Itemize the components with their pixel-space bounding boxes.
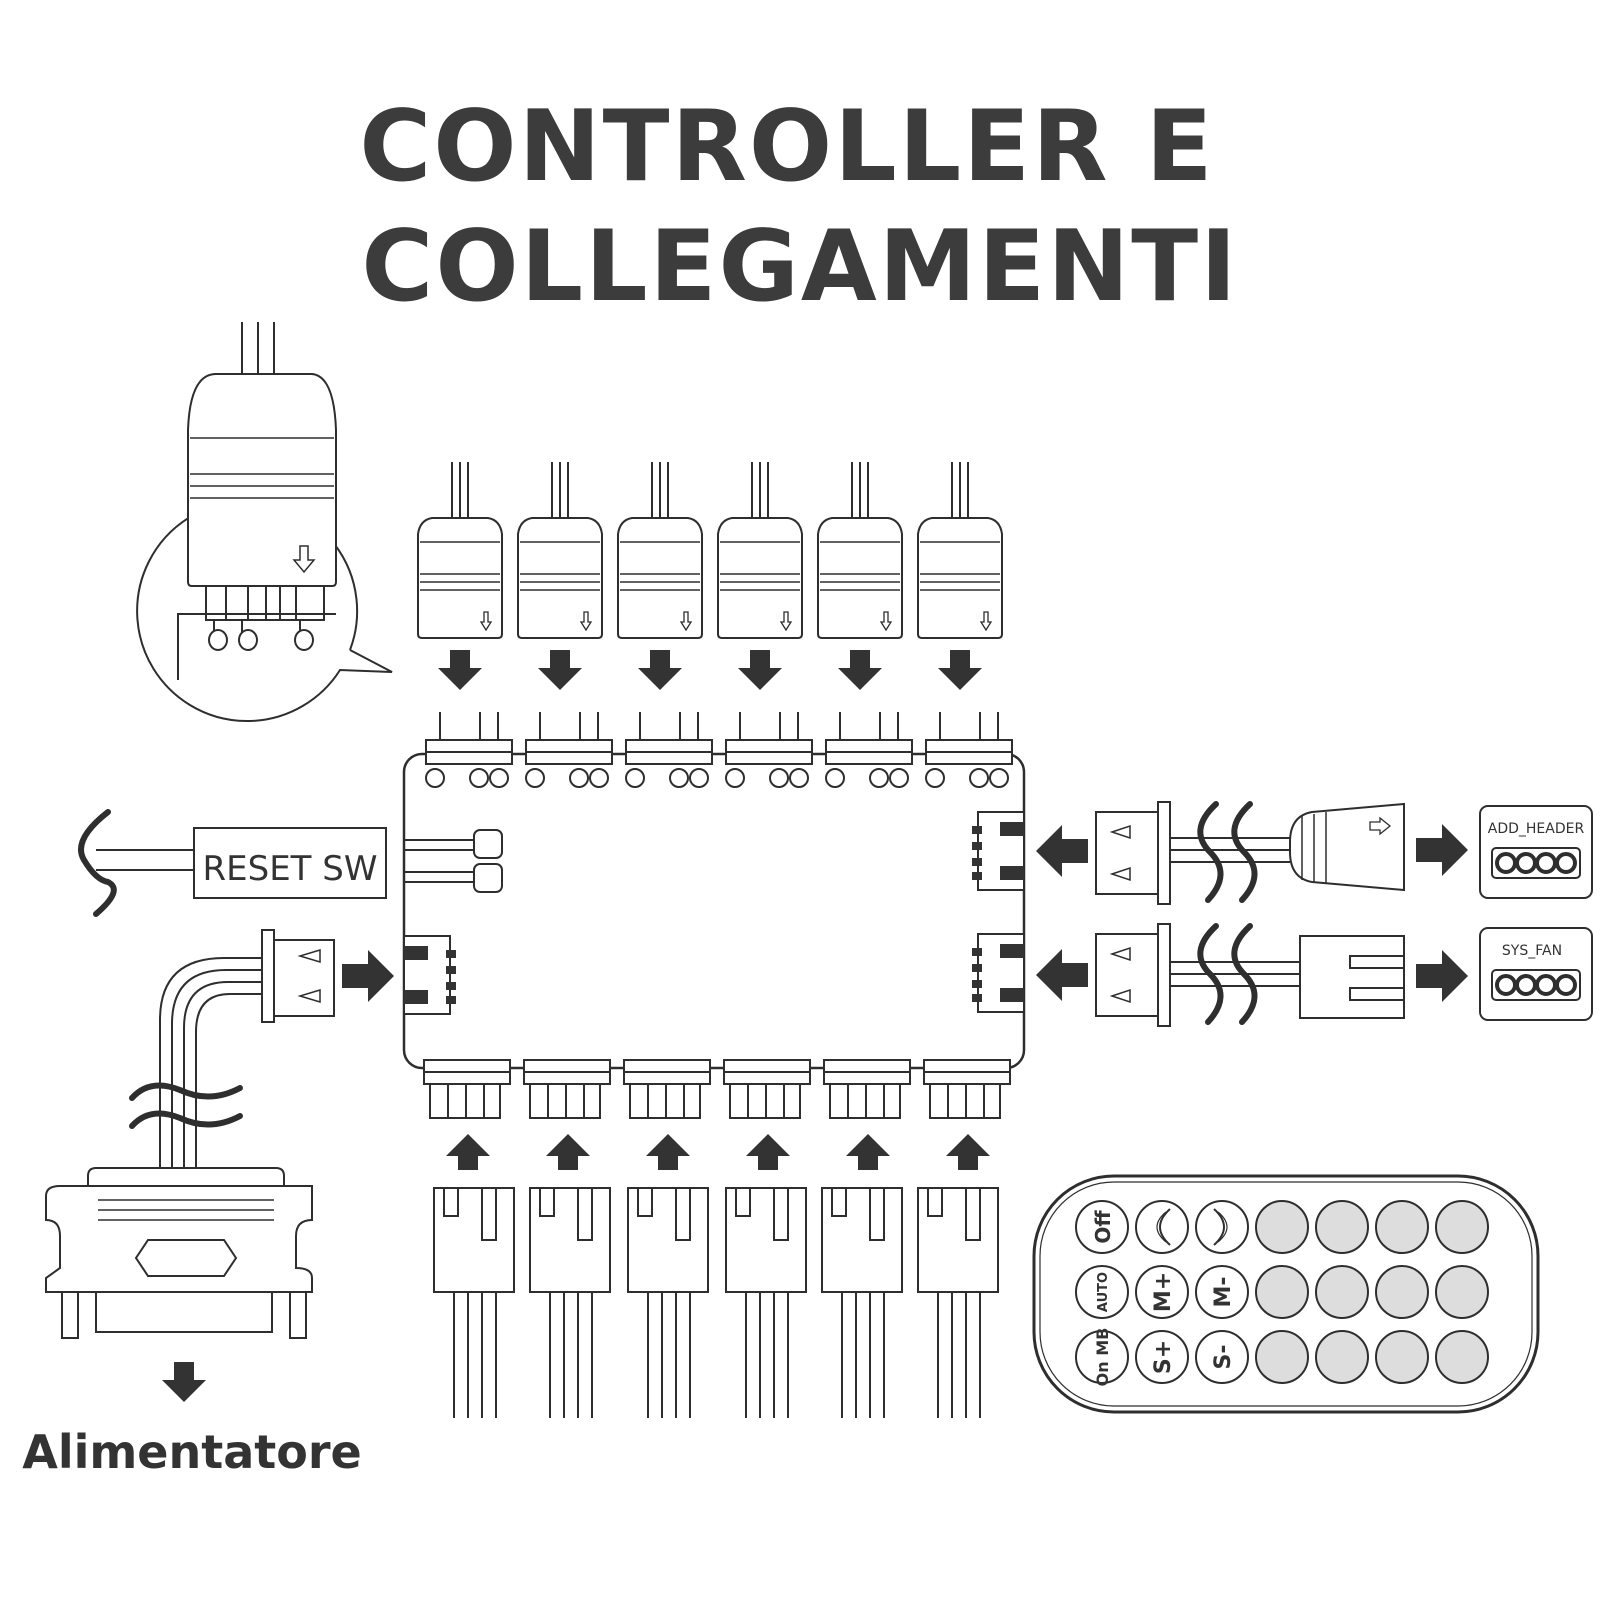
remote-mode-plus-label: M+: [1151, 1272, 1176, 1312]
board-port-argb-in: [971, 811, 1025, 891]
remote-color-key: [1255, 1200, 1309, 1254]
arrow-up-icon: [846, 1134, 890, 1170]
arrow-up-icon: [946, 1134, 990, 1170]
remote-color-key: [1435, 1330, 1489, 1384]
controller-board: [402, 752, 1026, 1070]
fan-connector-6: [917, 1187, 999, 1419]
arrow-left-icon: [1036, 949, 1088, 1001]
remote-mode-minus-label: M-: [1211, 1276, 1236, 1307]
add-header-box: ADD_HEADER: [1479, 805, 1593, 899]
remote-color-key: [1315, 1200, 1369, 1254]
arrow-left-icon: [1036, 825, 1088, 877]
remote-auto-label: AUTO: [1096, 1272, 1111, 1312]
arrow-right-icon: [342, 950, 394, 1002]
board-port-power: [403, 935, 456, 1015]
remote-color-key: [1255, 1265, 1309, 1319]
power-cable: [45, 929, 394, 1402]
remote-color-key: [1255, 1330, 1309, 1384]
argb-plug: [1095, 801, 1171, 905]
title-line-2: COLLEGAMENTI: [361, 210, 1239, 324]
fan-connector-4: [725, 1187, 807, 1419]
remote-next-button: [1195, 1200, 1249, 1254]
chevron-left-icon: [1159, 1208, 1171, 1246]
argb-connector-1: [417, 461, 503, 639]
argb-connector-2: [517, 461, 603, 639]
remote-on-mb-label: On MB: [1093, 1328, 1112, 1387]
fan-connector-5: [821, 1187, 903, 1419]
argb-connector-6: [917, 461, 1003, 639]
connector-detail-callout: [136, 322, 393, 723]
argb-connector-5: [817, 461, 903, 639]
arrow-right-icon: [1416, 824, 1468, 876]
arrow-down-icon: [738, 650, 782, 690]
argb-connectors-top: [417, 461, 1003, 639]
fan-connector-3: [627, 1187, 709, 1419]
fan-plug: [1095, 923, 1171, 1027]
fan-connector-1: [433, 1187, 515, 1419]
remote-color-key: [1315, 1265, 1369, 1319]
arrows-top: [438, 650, 982, 690]
board-port-fan-in: [971, 933, 1025, 1013]
remote-speed-plus-label: S+: [1151, 1340, 1176, 1374]
arrow-down-icon: [438, 650, 482, 690]
fan-connector-2: [529, 1187, 611, 1419]
remote-control: Off AUTO M+ M- On MB S+ S-: [1032, 1174, 1540, 1414]
remote-prev-button: [1135, 1200, 1189, 1254]
arrow-down-icon: [838, 650, 882, 690]
arrow-up-icon: [746, 1134, 790, 1170]
remote-color-key: [1435, 1200, 1489, 1254]
arrow-down-icon: [938, 650, 982, 690]
arrow-down-icon: [638, 650, 682, 690]
remote-color-key: [1375, 1265, 1429, 1319]
fan-input-cable: [1036, 923, 1468, 1027]
sys-fan-box: SYS_FAN: [1479, 927, 1593, 1021]
add-header-label: ADD_HEADER: [1488, 821, 1585, 837]
remote-color-key: [1315, 1330, 1369, 1384]
arrow-down-icon: [538, 650, 582, 690]
fan-connectors-bottom: [433, 1187, 999, 1419]
arrow-right-icon: [1416, 950, 1468, 1002]
remote-speed-minus-label: S-: [1211, 1345, 1236, 1370]
remote-color-key: [1435, 1265, 1489, 1319]
arrows-bottom: [446, 1134, 990, 1170]
remote-color-key: [1375, 1330, 1429, 1384]
arrow-up-icon: [446, 1134, 490, 1170]
reset-sw-label: RESET SW: [203, 849, 378, 889]
remote-color-key: [1375, 1200, 1429, 1254]
argb-input-cable: [1036, 801, 1468, 905]
arrow-up-icon: [646, 1134, 690, 1170]
power-supply-label: Alimentatore: [22, 1425, 362, 1479]
chevron-right-icon: [1213, 1208, 1225, 1246]
arrow-up-icon: [546, 1134, 590, 1170]
arrow-down-icon: [162, 1362, 206, 1402]
sys-fan-label: SYS_FAN: [1502, 943, 1562, 959]
remote-off-label: Off: [1091, 1210, 1115, 1244]
argb-connector-3: [617, 461, 703, 639]
reset-switch: RESET SW: [78, 809, 503, 917]
title-line-1: CONTROLLER E: [359, 90, 1215, 204]
argb-connector-4: [717, 461, 803, 639]
